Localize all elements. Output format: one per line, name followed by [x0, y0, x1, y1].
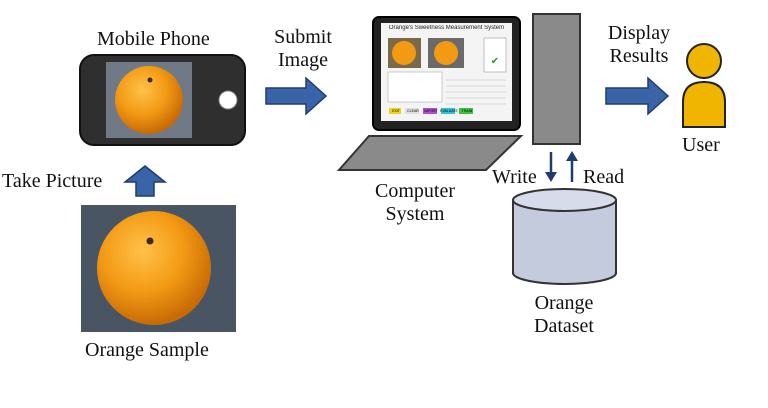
svg-text:✔: ✔ [491, 56, 499, 67]
screen-clear-button[interactable]: CLEAR [407, 109, 419, 113]
take-picture-label: Take Picture [2, 170, 103, 192]
read-arrow [566, 151, 578, 182]
user-label: User [682, 134, 720, 156]
mobile-phone-label: Mobile Phone [97, 28, 210, 50]
take-picture-arrow [122, 165, 168, 197]
display-label-line1: Display [607, 22, 671, 44]
submit-label-line2: Image [278, 49, 328, 71]
user-icon [682, 43, 726, 128]
computer-monitor-icon: ✔ [372, 16, 521, 131]
database-cylinder-icon [512, 188, 617, 285]
dataset-label-line2: Dataset [534, 315, 594, 337]
screen-import-button[interactable]: IMPORT [424, 109, 438, 113]
display-results-arrow [605, 76, 670, 116]
screen-train-button[interactable]: TRAIN [461, 109, 473, 113]
display-label-line2: Results [609, 45, 669, 67]
mobile-phone-icon [79, 54, 246, 146]
orange-sample-label: Orange Sample [85, 339, 209, 361]
screen-app-title: Orange's Sweetness Measurement System [388, 25, 505, 31]
computer-label-line2: System [385, 203, 445, 225]
dataset-label-line1: Orange [534, 292, 594, 314]
orange-sample-image [81, 205, 236, 332]
computer-keyboard-icon [336, 135, 524, 171]
display-results-label: Display Results [594, 22, 684, 68]
screen-exit-button[interactable]: EXIT [392, 109, 400, 113]
computer-label-line1: Computer [375, 180, 455, 202]
read-label: Read [583, 166, 625, 188]
orange-dataset-label: Orange Dataset [514, 292, 614, 338]
submit-image-arrow [265, 76, 328, 116]
server-tower-icon [532, 13, 581, 145]
write-arrow [545, 152, 557, 182]
submit-label-line1: Submit [274, 26, 332, 48]
computer-system-label: Computer System [360, 180, 470, 226]
write-label: Write [492, 166, 537, 188]
screen-evaluate-button[interactable]: EVALUATE [440, 109, 458, 113]
submit-image-label: Submit Image [263, 26, 343, 72]
